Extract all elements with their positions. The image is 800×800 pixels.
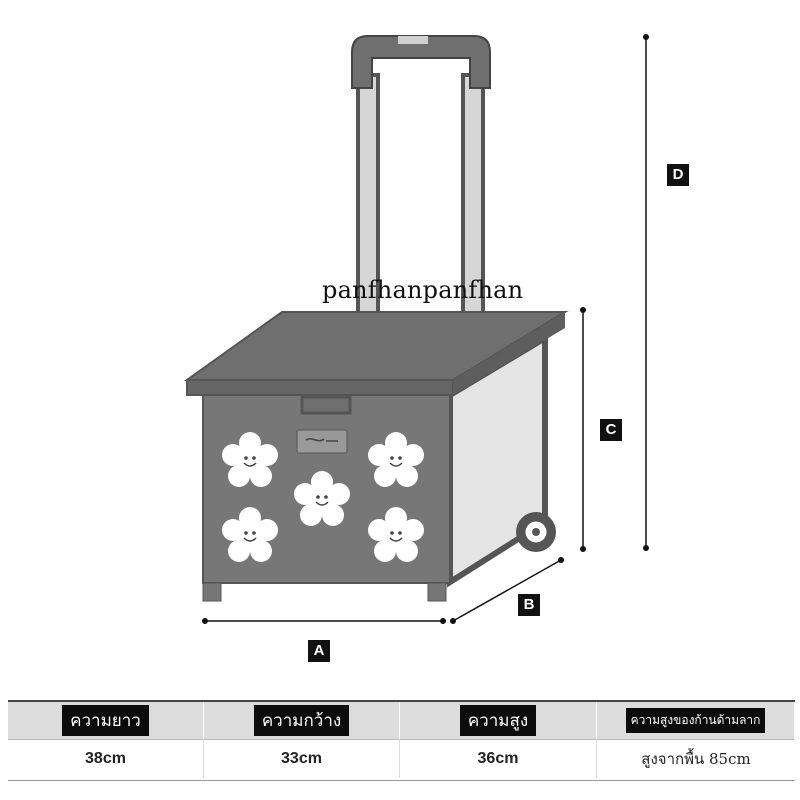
smiley-flower-icon bbox=[294, 471, 350, 526]
cart-leg-right bbox=[427, 582, 447, 602]
brand-badge bbox=[296, 429, 348, 454]
dimension-label-a: A bbox=[308, 640, 330, 662]
dimension-label-b: B bbox=[518, 594, 540, 616]
telescopic-handle bbox=[351, 35, 491, 327]
cart-leg-left bbox=[202, 582, 222, 602]
table-header-cell: ความยาว bbox=[8, 702, 204, 740]
header-length: ความยาว bbox=[62, 705, 149, 736]
value-width: 33cm bbox=[204, 740, 400, 778]
header-height: ความสูง bbox=[459, 705, 537, 736]
dimension-line-b bbox=[450, 557, 564, 624]
dimension-line-d bbox=[643, 34, 649, 551]
header-width: ความกว้าง bbox=[253, 705, 350, 736]
watermark-text: panfhanpanfhan bbox=[322, 276, 524, 304]
smiley-flower-icon bbox=[368, 432, 424, 487]
wheel bbox=[516, 512, 556, 552]
dimension-label-d: D bbox=[667, 164, 689, 186]
dimension-label-c: C bbox=[600, 419, 622, 441]
dimensions-table: ความยาว ความกว้าง ความสูง ความสูงของก้าน… bbox=[8, 700, 795, 781]
smiley-flower-icon bbox=[222, 507, 278, 562]
header-handle-height: ความสูงของก้านด้ามลาก bbox=[625, 708, 766, 733]
value-length: 38cm bbox=[8, 740, 204, 778]
smiley-flower-icon bbox=[222, 432, 278, 487]
table-header-cell: ความสูง bbox=[400, 702, 597, 740]
table-header-cell: ความกว้าง bbox=[204, 702, 400, 740]
value-handle-height: สูงจากพื้น 85cm bbox=[641, 750, 751, 768]
dimension-line-a bbox=[202, 618, 446, 624]
value-height: 36cm bbox=[400, 740, 597, 778]
lid-latch bbox=[300, 395, 352, 415]
trolley-cart-illustration bbox=[183, 34, 649, 624]
table-header-cell: ความสูงของก้านด้ามลาก bbox=[597, 702, 795, 740]
dimension-line-c bbox=[580, 307, 586, 552]
cart-lid bbox=[183, 311, 569, 396]
smiley-flower-icon bbox=[368, 507, 424, 562]
